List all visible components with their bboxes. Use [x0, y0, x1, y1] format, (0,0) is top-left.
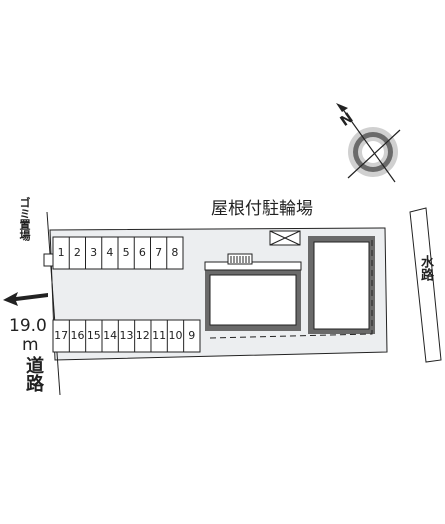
parking-top-stall-6: 6: [138, 246, 146, 259]
parking-top-stall-1: 1: [57, 246, 65, 259]
north-arrow-compass-icon: [336, 103, 401, 183]
road-name-label: 道路: [23, 356, 44, 392]
parking-bottom-stall-17: 17: [54, 329, 69, 342]
waterway-label: 水路: [418, 255, 433, 281]
building-annex: [308, 236, 375, 334]
road-unit-label: m: [22, 335, 39, 355]
parking-top-stall-5: 5: [122, 246, 130, 259]
parking-bottom-stall-16: 16: [70, 329, 85, 342]
parking-bottom-row: [52, 319, 201, 353]
parking-bottom-stall-13: 13: [119, 329, 134, 342]
parking-top-stall-8: 8: [171, 246, 179, 259]
parking-bottom-stall-12: 12: [135, 329, 150, 342]
parking-bottom-stall-9: 9: [188, 329, 196, 342]
road-direction-arrow-icon: [3, 292, 48, 306]
road-edge-line: [46, 211, 61, 396]
waterway: [409, 207, 442, 363]
parking-top-stall-4: 4: [106, 246, 114, 259]
parking-bottom-stall-10: 10: [168, 329, 183, 342]
parking-top-stall-7: 7: [155, 246, 163, 259]
parking-top-stall-2: 2: [73, 246, 81, 259]
parking-bottom-stall-15: 15: [86, 329, 101, 342]
building-main: [204, 253, 302, 331]
parking-bottom-stall-11: 11: [152, 329, 167, 342]
garbage-label: ゴミ置場: [18, 197, 31, 241]
road-width-label: 19.0: [9, 316, 47, 336]
site-boundary-dashed: [209, 240, 373, 339]
bike-parking-label: 屋根付駐輪場: [211, 199, 313, 219]
bike-parking-marker: [269, 230, 301, 246]
parking-top-row: [52, 236, 184, 270]
stairs-icon: [230, 256, 250, 263]
parking-bottom-stall-14: 14: [103, 329, 118, 342]
parking-top-stall-3: 3: [90, 246, 98, 259]
